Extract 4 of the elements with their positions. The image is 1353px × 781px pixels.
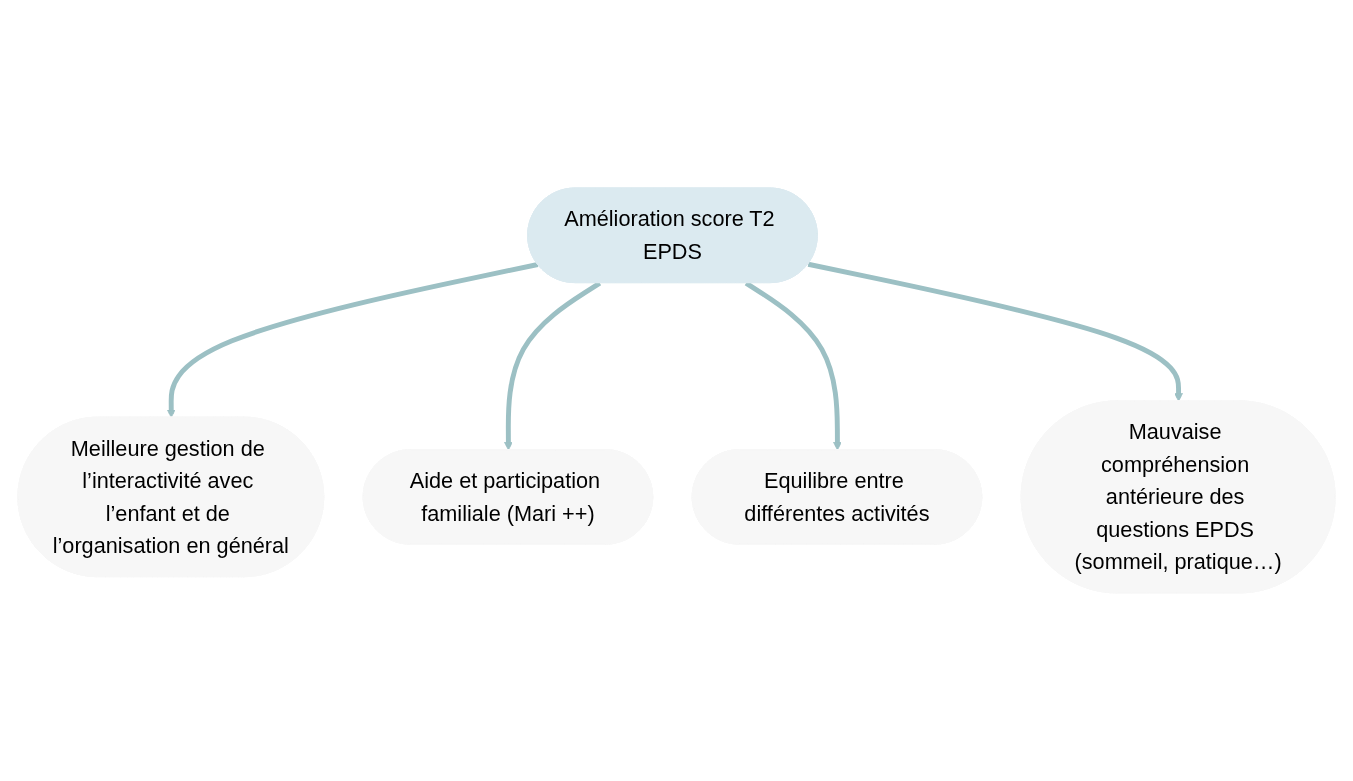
arrow [807,261,1183,402]
arrow [744,281,842,451]
arrow [166,262,539,418]
arrow [504,281,602,451]
